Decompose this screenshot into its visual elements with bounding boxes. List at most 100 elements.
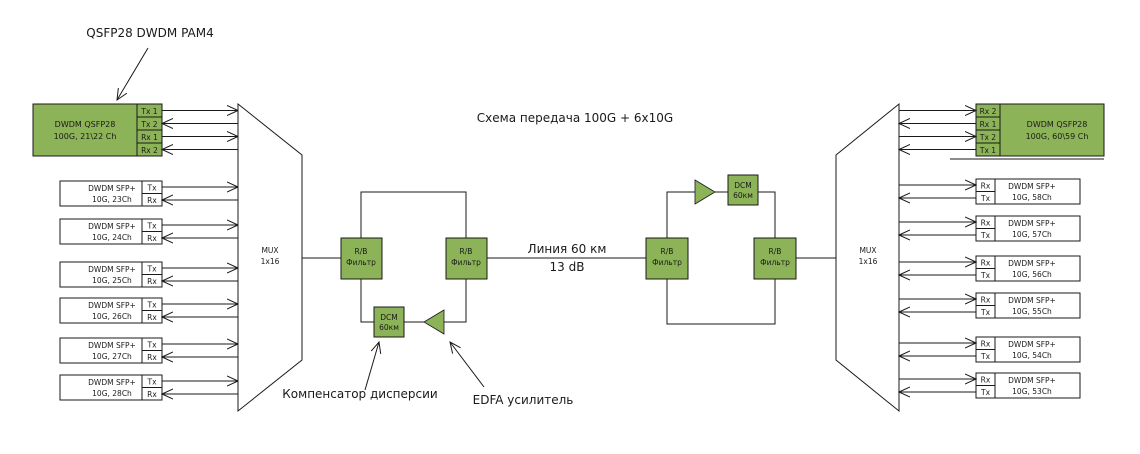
left-qsfp-module: DWDM QSFP28 100G, 21\22 Ch Tx 1Tx 2Rx 1R… (32, 103, 238, 157)
sfp-name: DWDM SFP+ (88, 222, 136, 231)
left-filter-a-label: R/B (355, 247, 368, 256)
left-filter-b-type: Фильтр (451, 258, 481, 267)
right-mux-ratio: 1x16 (859, 257, 878, 266)
left-filter-b-label: R/B (460, 247, 473, 256)
left-qsfp-name: DWDM QSFP28 (55, 120, 116, 129)
right-filter-b-label: R/B (769, 247, 782, 256)
sfp-spec: 10G, 56Ch (1012, 270, 1052, 279)
sfp-name: DWDM SFP+ (1008, 219, 1056, 228)
sfp-port-label: Rx (981, 219, 991, 228)
sfp-port-label: Rx (147, 353, 157, 362)
right-qsfp-module: DWDM QSFP28 100G, 60\59 Ch Rx 2 Rx 1 Tx 2 T… (899, 103, 1105, 157)
sfp-name: DWDM SFP+ (1008, 340, 1056, 349)
right-filter-b: R/B Фильтр (753, 237, 797, 280)
left-qsfp-port-label: Tx 1 (140, 107, 157, 116)
sfp-port-label: Tx (146, 222, 157, 231)
sfp-spec: 10G, 53Ch (1012, 387, 1052, 396)
right-mux: MUX 1x16 (835, 102, 900, 413)
right-filter-a: R/B Фильтр (645, 237, 689, 280)
sfp-port-label: Rx (981, 182, 991, 191)
sfp-port-label: Tx (146, 301, 157, 310)
sfp-port-label: Tx (980, 308, 991, 317)
right-dcm-label: DCM (734, 181, 751, 190)
right-qsfp-port-label: Tx 1 (979, 146, 996, 155)
edfa-annotation-arrow (450, 342, 485, 388)
right-qsfp-spec: 100G, 60\59 Ch (1026, 132, 1089, 141)
right-qsfp-name: DWDM QSFP28 (1027, 120, 1088, 129)
sfp-port-label: Tx (980, 271, 991, 280)
sfp-port-label: Rx (147, 234, 157, 243)
left-edfa-amplifier-icon (423, 309, 445, 335)
sfp-name: DWDM SFP+ (1008, 182, 1056, 191)
left-top-bypass (360, 191, 467, 238)
left-amp-filter-link (444, 279, 467, 323)
left-qsfp-spec: 100G, 21\22 Ch (54, 132, 117, 141)
fiber-line-loss: 13 dB (550, 260, 585, 274)
dcm-annotation-arrow (364, 342, 379, 391)
sfp-port-label: Tx (146, 378, 157, 387)
left-bottom-path (360, 279, 374, 323)
sfp-port-label: Rx (981, 376, 991, 385)
left-qsfp-port-label: Tx 2 (140, 120, 157, 129)
sfp-port-label: Tx (980, 352, 991, 361)
right-bottom-bypass (666, 279, 776, 325)
right-dcm: DCM 60км (727, 174, 759, 206)
left-filter-a-type: Фильтр (346, 258, 376, 267)
right-filter-a-type: Фильтр (652, 258, 682, 267)
sfp-port-label: Rx (981, 340, 991, 349)
sfp-port-label: Tx (146, 184, 157, 193)
sfp-spec: 10G, 55Ch (1012, 307, 1052, 316)
sfp-spec: 10G, 23Ch (92, 195, 132, 204)
left-dcm-length: 60км (379, 323, 399, 332)
qsfp-annotation-arrow (117, 47, 149, 100)
left-filter-b: R/B Фильтр (445, 237, 488, 280)
right-qsfp-port-label: Rx 1 (980, 120, 997, 129)
sfp-name: DWDM SFP+ (88, 301, 136, 310)
sfp-spec: 10G, 57Ch (1012, 230, 1052, 239)
sfp-name: DWDM SFP+ (88, 378, 136, 387)
sfp-port-label: Rx (147, 196, 157, 205)
sfp-spec: 10G, 25Ch (92, 276, 132, 285)
sfp-port-label: Tx (980, 231, 991, 240)
right-top-path (666, 191, 695, 238)
sfp-spec: 10G, 26Ch (92, 312, 132, 321)
sfp-name: DWDM SFP+ (88, 341, 136, 350)
sfp-port-label: Tx (146, 265, 157, 274)
qsfp-annotation: QSFP28 DWDM PAM4 (86, 26, 213, 40)
sfp-spec: 10G, 27Ch (92, 352, 132, 361)
sfp-port-label: Tx (980, 388, 991, 397)
left-dcm-label: DCM (380, 313, 397, 322)
dcm-annotation: Компенсатор дисперсии (282, 387, 437, 401)
left-qsfp-port-label: Rx 2 (141, 146, 158, 155)
sfp-name: DWDM SFP+ (1008, 296, 1056, 305)
right-filter-b-type: Фильтр (760, 258, 790, 267)
right-filter-a-label: R/B (661, 247, 674, 256)
left-mux-label: MUX (261, 246, 278, 255)
sfp-port-label: Rx (147, 390, 157, 399)
sfp-spec: 10G, 28Ch (92, 389, 132, 398)
sfp-name: DWDM SFP+ (88, 265, 136, 274)
right-dcm-filter-link (758, 191, 776, 238)
left-mux: MUX 1x16 (237, 102, 303, 413)
sfp-spec: 10G, 54Ch (1012, 351, 1052, 360)
right-qsfp-port-label: Rx 2 (980, 107, 997, 116)
left-dcm: DCM 60км (373, 306, 405, 338)
sfp-spec: 10G, 24Ch (92, 233, 132, 242)
sfp-name: DWDM SFP+ (1008, 259, 1056, 268)
fiber-line-length: Линия 60 км (528, 242, 607, 256)
sfp-name: DWDM SFP+ (1008, 376, 1056, 385)
right-qsfp-port-label: Tx 2 (979, 133, 996, 142)
sfp-port-label: Rx (147, 313, 157, 322)
